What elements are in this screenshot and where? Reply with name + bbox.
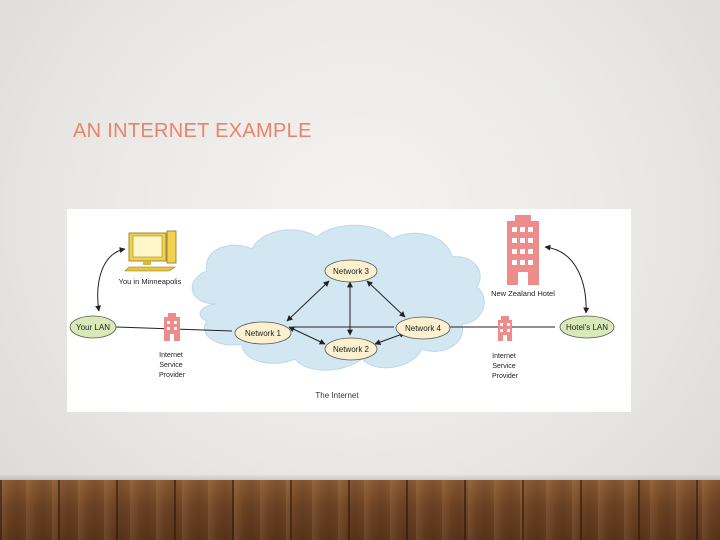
building-icon: [498, 316, 512, 341]
building-icon: [164, 313, 180, 341]
computer-icon: [124, 230, 177, 272]
diagram-svg: The Internet Network 3 Network 1 Network…: [69, 215, 615, 400]
arrow-network1-network3: [286, 280, 330, 322]
wood-floor: [0, 480, 720, 540]
isp-label-right: Internet Service Provider: [492, 353, 519, 380]
lan-label: Your LAN: [76, 323, 110, 332]
hotel-building-icon: [507, 215, 539, 285]
network-label: Network 4: [405, 324, 442, 333]
network-node-3: Network 3: [324, 259, 378, 283]
arrow-computer-lan: [95, 247, 126, 312]
computer-label: You in Minneapolis: [119, 277, 182, 286]
internet-diagram: The Internet Network 3 Network 1 Network…: [67, 209, 631, 412]
network-label: Network 2: [333, 345, 370, 354]
floor-shadow: [0, 474, 720, 482]
network-node-2: Network 2: [324, 337, 378, 361]
hotel-label: New Zealand Hotel: [491, 289, 555, 298]
arrow-network3-network4: [366, 280, 406, 318]
network-node-1: Network 1: [234, 321, 292, 345]
arrow-network1-network2: [288, 326, 326, 345]
isp-label-left: Internet Service Provider: [159, 352, 186, 379]
network-label: Network 3: [333, 267, 370, 276]
lan-label: Hotel's LAN: [566, 323, 608, 332]
network-node-4: Network 4: [395, 316, 451, 340]
arrow-network2-network4: [374, 332, 406, 345]
hotel-lan-node: Hotel's LAN: [559, 315, 615, 339]
your-lan-node: Your LAN: [69, 315, 117, 339]
internet-label: The Internet: [315, 391, 359, 400]
network-label: Network 1: [245, 329, 282, 338]
slide-title: AN INTERNET EXAMPLE: [73, 120, 312, 142]
arrow-hotel-hotel-lan: [544, 244, 590, 314]
